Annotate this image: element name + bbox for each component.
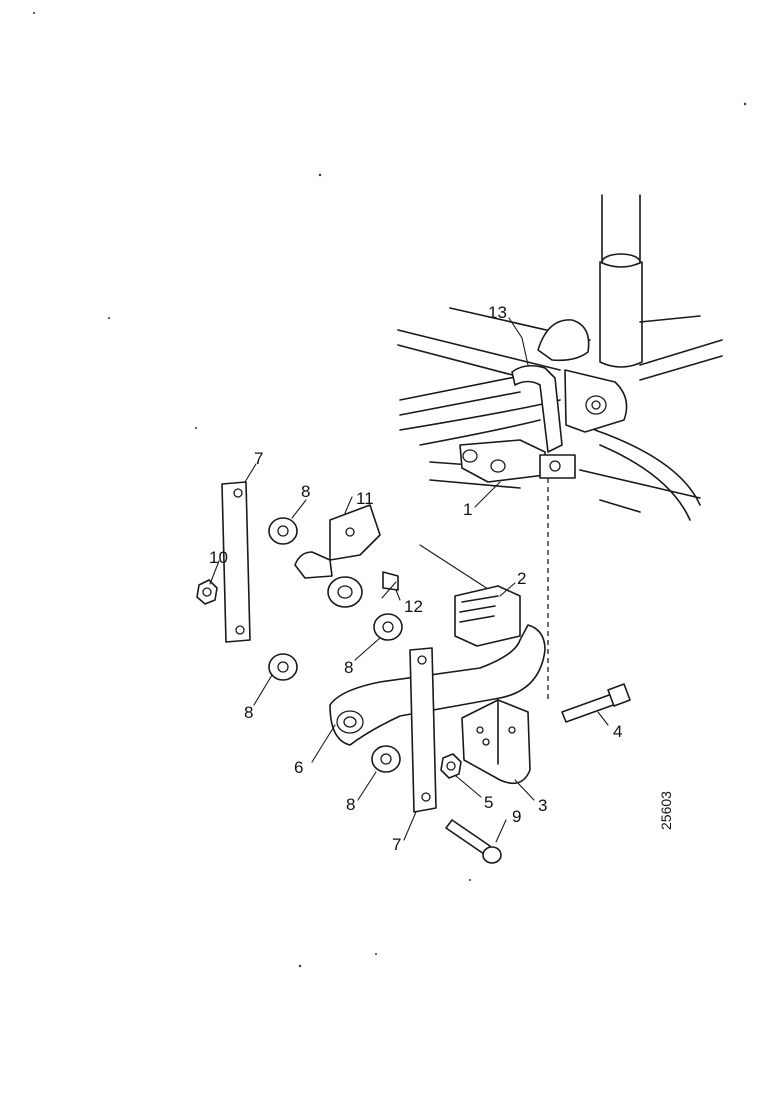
callout-13: 13 (488, 303, 507, 322)
callout-7-bottom: 7 (392, 835, 401, 854)
callout-7-top: 7 (254, 449, 263, 468)
callout-9: 9 (512, 807, 521, 826)
link-rod-right (409, 647, 437, 813)
lock-nuts (196, 579, 462, 779)
callout-3: 3 (538, 796, 547, 815)
callout-8-left: 8 (244, 703, 253, 722)
lower-bracket (461, 699, 531, 785)
callout-8-top: 8 (301, 482, 310, 501)
figure-reference-number: 25603 (658, 791, 674, 830)
stabilizer-bar (329, 544, 546, 746)
mounting-bracket (294, 504, 381, 608)
rubber-bushings (268, 517, 403, 773)
callout-10: 10 (209, 548, 228, 567)
callout-11: 11 (356, 489, 374, 508)
callout-8-mid: 8 (344, 658, 353, 677)
callout-2: 2 (517, 569, 526, 588)
callout-6: 6 (294, 758, 303, 777)
callout-12: 12 (404, 597, 423, 616)
bolts (382, 571, 631, 864)
callout-1: 1 (463, 500, 472, 519)
leader-lines (209, 317, 609, 843)
link-rod-left (221, 481, 251, 643)
callout-5: 5 (484, 793, 493, 812)
callout-8-bottom: 8 (346, 795, 355, 814)
axle-frame-assembly (397, 194, 723, 521)
scan-specks (33, 12, 747, 968)
callout-labels: 13 1 2 4 3 5 6 7 8 11 10 12 8 8 8 7 9 (209, 303, 622, 854)
callout-4: 4 (613, 722, 622, 741)
